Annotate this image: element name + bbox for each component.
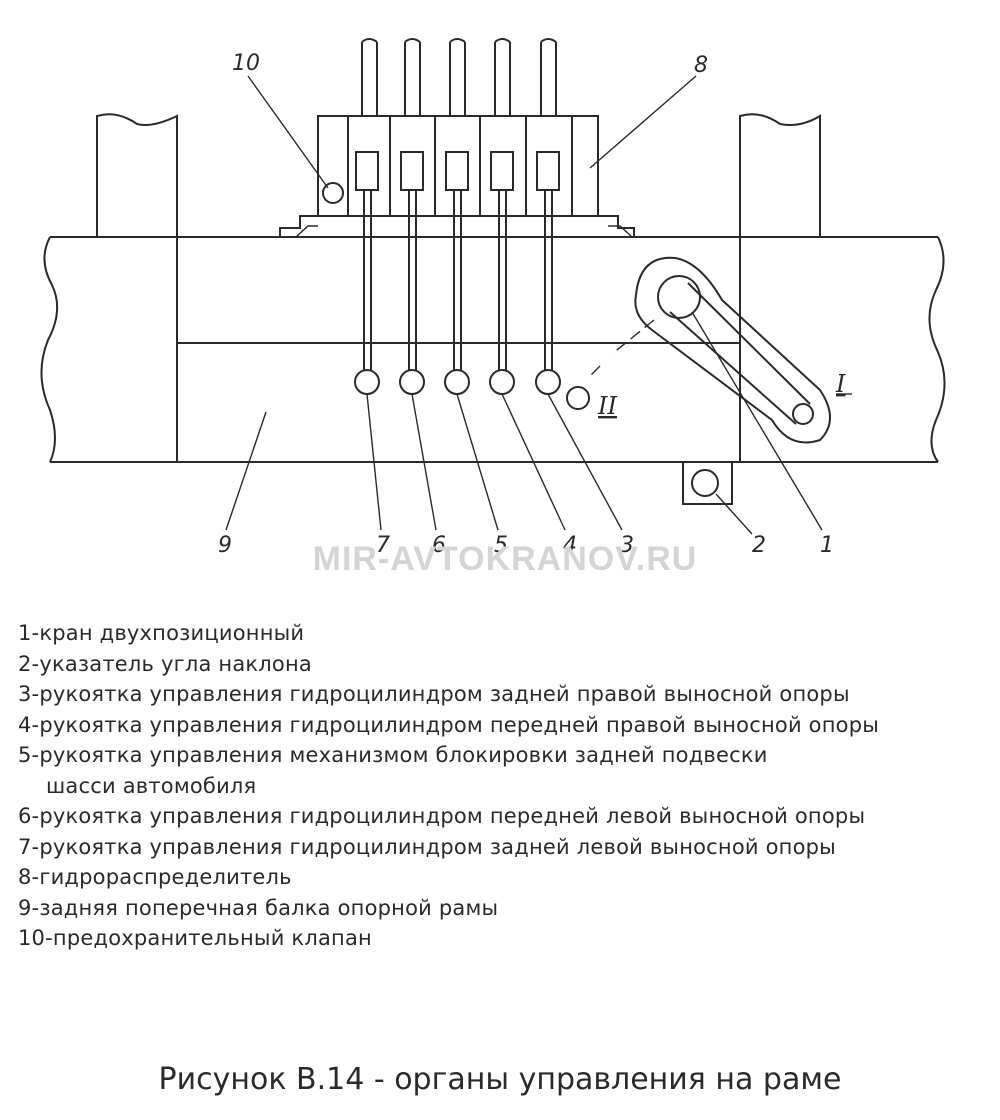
tilt-angle-indicator (682, 462, 733, 505)
legend-item: 4-рукоятка управления гидроцилиндром пер… (18, 712, 880, 737)
callout-2: 2 (752, 533, 766, 558)
leader-lines (225, 75, 852, 535)
two-position-valve[interactable] (587, 256, 831, 444)
callout-8: 8 (694, 53, 708, 78)
legend-item: 6-рукоятка управления гидроцилиндром пер… (18, 804, 866, 828)
watermark: MIR-AVTOKRANOV.RU (312, 540, 698, 578)
callout-3: 3 (620, 533, 634, 558)
callout-4: 4 (563, 533, 577, 558)
callout-9: 9 (218, 533, 232, 558)
lever-7[interactable] (354, 190, 380, 395)
controls-diagram: 10 8 9 7 6 5 4 3 2 1 I II (40, 38, 946, 558)
callout-7: 7 (376, 533, 390, 558)
legend-list: 1-кран двухпозиционный 2-указатель угла … (18, 618, 879, 954)
legend-item: 7-рукоятка управления гидроцилиндром зад… (18, 834, 836, 859)
lever-5[interactable] (444, 190, 470, 395)
legend-item: 1-кран двухпозиционный (18, 621, 305, 645)
legend-item: 9-задняя поперечная балка опорной рамы (18, 895, 499, 920)
callout-6: 6 (432, 533, 446, 558)
legend-item: 3-рукоятка управления гидроцилиндром зад… (18, 682, 850, 706)
legend-item-continuation: шасси автомобиля (46, 773, 257, 798)
figure-caption: Рисунок В.14 - органы управления на раме (158, 1062, 842, 1097)
right-post (739, 113, 821, 236)
callout-10: 10 (232, 51, 260, 76)
hydraulic-distributor (279, 38, 635, 238)
section-mark-II: II (597, 392, 617, 420)
lever-3[interactable] (535, 190, 561, 395)
two-position-valve-knob-position-2[interactable] (566, 386, 590, 410)
legend-item: 8-гидрораспределитель (18, 865, 292, 889)
left-post (96, 113, 178, 236)
legend-item: 5-рукоятка управления механизмом блокиро… (18, 743, 768, 767)
callout-1: 1 (820, 533, 834, 558)
lever-4[interactable] (489, 190, 515, 395)
rear-cross-beam (40, 236, 946, 463)
legend-item: 10-предохранительный клапан (18, 926, 372, 950)
callout-5: 5 (494, 533, 508, 558)
lever-6[interactable] (399, 190, 425, 395)
legend-item: 2-указатель угла наклона (18, 651, 312, 676)
section-mark-I: I (835, 370, 846, 398)
